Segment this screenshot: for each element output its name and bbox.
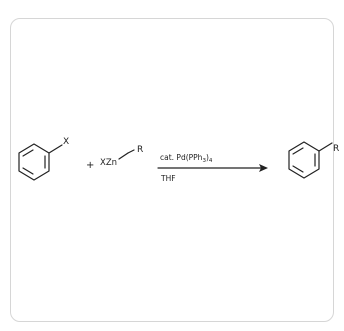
ring-1-inner-bond-a bbox=[22, 149, 34, 157]
product-substituent-label: R bbox=[333, 144, 339, 154]
reagent-r-group-label: R bbox=[137, 145, 143, 155]
reactant-1-substituent-label: X bbox=[63, 137, 69, 147]
reaction-arrow-group: cat. Pd(PPh3)4 THF bbox=[157, 153, 268, 183]
product-aryl: R bbox=[288, 141, 339, 179]
reactant-aryl-halide: X bbox=[18, 137, 69, 181]
carbon-r-bond bbox=[127, 149, 135, 154]
catalyst-close-paren: ) bbox=[206, 153, 209, 162]
ring-2-inner-bond-c bbox=[292, 165, 304, 173]
organozinc-reagent: XZn R bbox=[100, 145, 143, 168]
plus-sign: + bbox=[86, 160, 94, 171]
ring-2-inner-bond-a bbox=[292, 147, 304, 155]
figure-card bbox=[10, 18, 334, 322]
catalyst-subscript-4: 4 bbox=[209, 158, 213, 164]
ring-2-substituent-bond bbox=[318, 142, 333, 152]
zinc-carbon-bond bbox=[118, 152, 129, 160]
reaction-arrow-head bbox=[259, 164, 268, 172]
organozinc-label: XZn bbox=[100, 158, 117, 168]
ring-1-substituent-bond bbox=[48, 144, 63, 154]
solvent-label: THF bbox=[160, 174, 176, 183]
catalyst-subscript-3: 3 bbox=[202, 158, 206, 164]
ring-1-inner-bond-c bbox=[22, 167, 34, 175]
catalyst-text: cat. Pd(PPh bbox=[160, 153, 203, 162]
catalyst-label: cat. Pd(PPh3)4 bbox=[160, 153, 213, 164]
